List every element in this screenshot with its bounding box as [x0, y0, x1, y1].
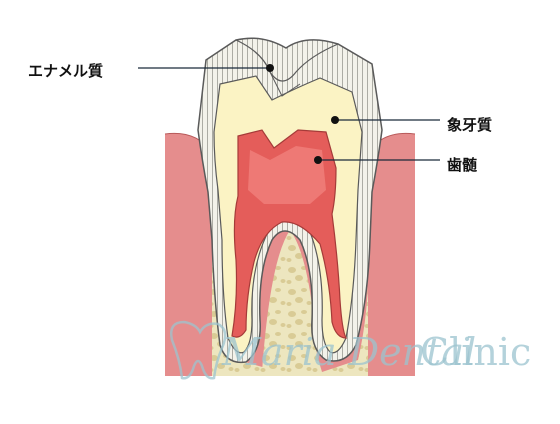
- pulp-label: 歯髄: [447, 156, 478, 174]
- dentin-pointer: [331, 116, 339, 124]
- enamel-pointer: [266, 64, 274, 72]
- watermark-text-main: Maria Dental: [222, 330, 477, 374]
- gum-right: [368, 133, 415, 376]
- watermark-tooth-logo: [170, 320, 227, 380]
- enamel-label: エナメル質: [28, 62, 104, 80]
- watermark-text-clinic: Clinic: [420, 330, 532, 374]
- gum-left: [165, 133, 212, 376]
- dentin-label: 象牙質: [447, 116, 493, 134]
- pulp-pointer: [314, 156, 322, 164]
